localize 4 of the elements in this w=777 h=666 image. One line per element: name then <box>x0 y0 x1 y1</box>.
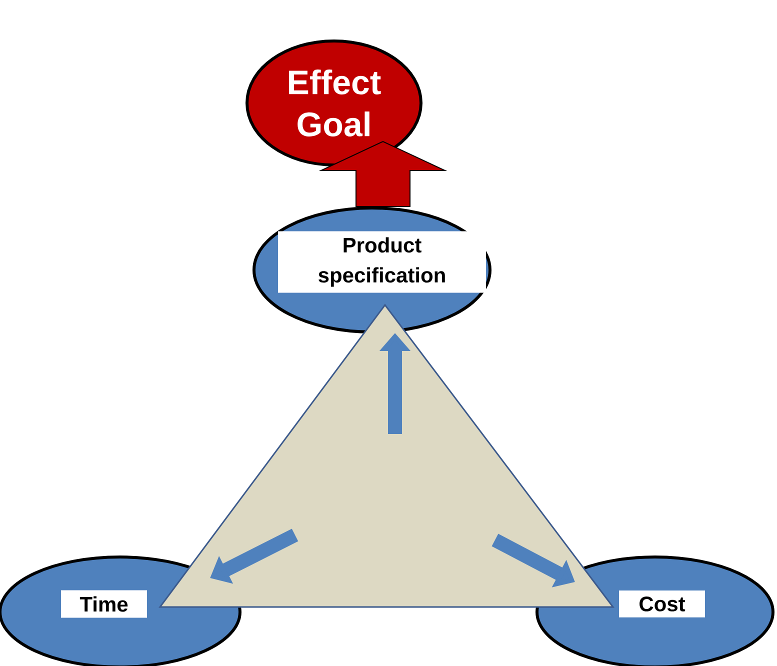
label-box: Cost <box>619 590 705 618</box>
label-box: Product specification <box>278 231 486 293</box>
label-box: Time <box>61 590 147 618</box>
block-arrow <box>318 140 448 207</box>
